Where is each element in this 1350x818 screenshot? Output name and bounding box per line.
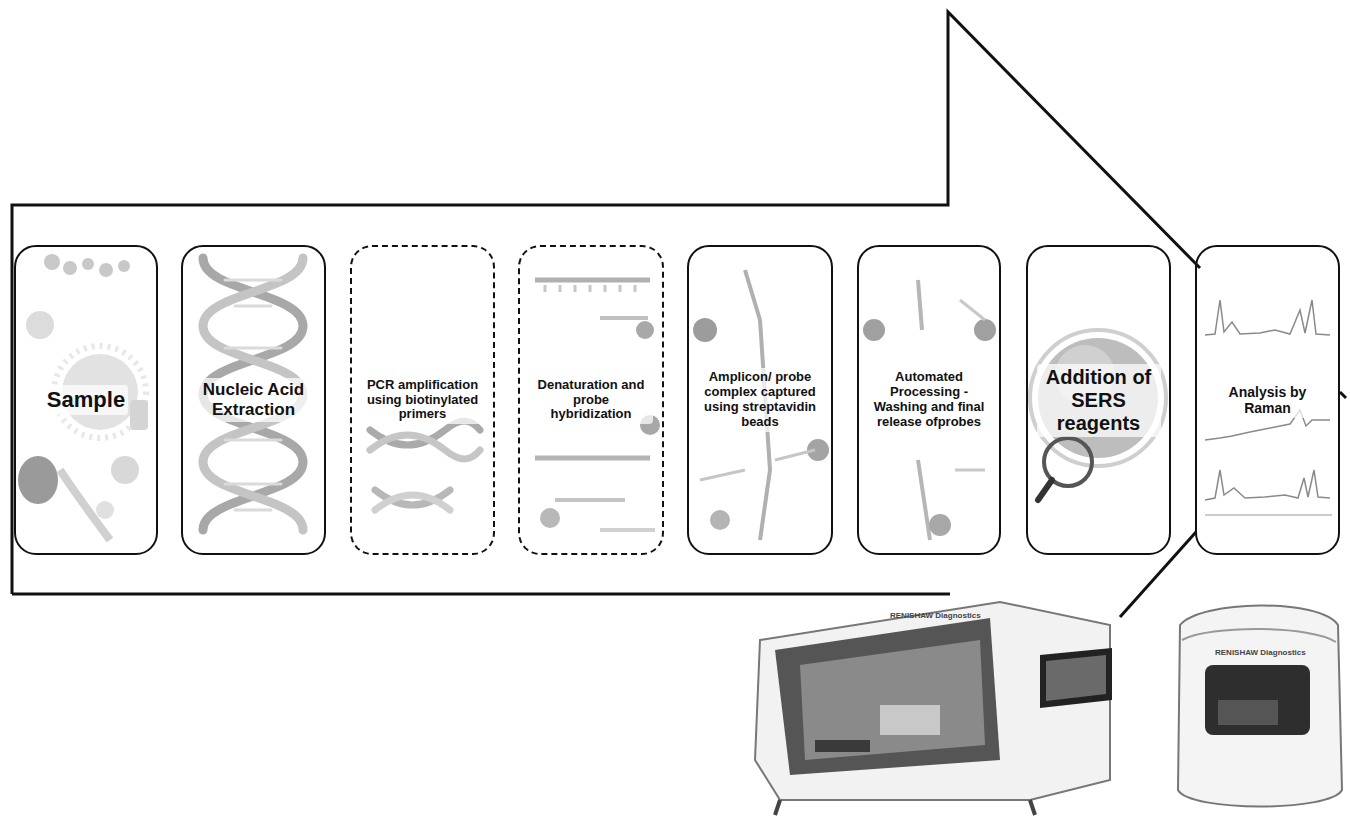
step-label: Sample <box>44 385 128 414</box>
automated-workstation-part <box>815 740 870 752</box>
raman-box: Analysis by Raman <box>1195 245 1340 555</box>
big-arrow-outline-part <box>1340 392 1346 398</box>
big-arrow-outline-part <box>12 12 1200 594</box>
raman-spectra-part <box>1205 515 1332 516</box>
capture-illustration <box>693 270 829 540</box>
sample-illustration-part <box>96 501 114 519</box>
step-label: Addition of SERS reagents <box>1037 364 1161 437</box>
automated-workstation-part <box>1046 655 1106 701</box>
capture-illustration-part <box>693 318 717 342</box>
automated-workstation-part <box>800 640 985 760</box>
capture-illustration-part <box>700 450 815 480</box>
sample-illustration-part <box>118 260 130 272</box>
hybridization-illustration-part <box>555 498 625 502</box>
dna-helix-part <box>225 347 281 350</box>
dna-helix-part <box>235 305 271 308</box>
hybridization-illustration-part <box>540 508 560 528</box>
pcr-illustration-part <box>375 495 450 510</box>
dna-helix-part <box>225 279 281 282</box>
washing-illustration-part <box>863 319 885 341</box>
sample-illustration <box>18 254 148 540</box>
washing-illustration-part <box>974 319 996 341</box>
automated-workstation-part <box>775 618 1000 775</box>
hybridization-illustration-part <box>535 456 650 461</box>
hybridization-illustration-part <box>600 528 655 532</box>
sers-box: Addition of SERS reagents <box>1026 245 1171 555</box>
sample-illustration-part <box>44 254 60 270</box>
sample-illustration-part <box>130 400 148 430</box>
sample-illustration-part <box>26 311 54 339</box>
automated-workstation <box>755 602 1112 815</box>
extraction-box: Nucleic Acid Extraction <box>181 245 326 555</box>
step-label: Nucleic Acid Extraction <box>192 378 316 421</box>
dna-helix-part <box>235 509 271 512</box>
raman-reader-part <box>1182 629 1336 642</box>
raman-spectra <box>1205 300 1332 515</box>
step-label: Denaturation and probe hybridization <box>529 376 653 425</box>
sample-box: Sample <box>14 245 158 555</box>
capture-illustration-part <box>710 510 730 530</box>
step-label: Amplicon/ probe complex captured using s… <box>698 368 822 432</box>
raman-reader <box>1178 605 1342 806</box>
sample-illustration-part <box>99 263 113 277</box>
hybridization-box: Denaturation and probe hybridization <box>518 245 664 555</box>
brand-label: RENISHAW Diagnostics <box>890 611 981 620</box>
automated-workstation-part <box>1040 648 1112 708</box>
capture-box: Amplicon/ probe complex captured using s… <box>687 245 833 555</box>
raman-spectra-part <box>1205 470 1330 500</box>
raman-reader-part <box>1205 665 1310 735</box>
hybridization-illustration-part <box>600 316 648 320</box>
hybridization-illustration-part <box>535 278 650 283</box>
brand-label: RENISHAW Diagnostics <box>1215 648 1306 657</box>
pcr-illustration <box>370 421 480 510</box>
washing-box: Automated Processing - Washing and final… <box>857 245 1001 555</box>
raman-reader-part <box>1178 605 1342 806</box>
sample-illustration-part <box>111 456 139 484</box>
dna-helix-part <box>225 439 281 442</box>
step-label: Analysis by Raman <box>1206 382 1330 418</box>
hybridization-illustration-part <box>545 285 635 292</box>
washing-illustration-part <box>929 514 951 536</box>
pcr-box: PCR amplification using biotinylated pri… <box>350 245 495 555</box>
pcr-illustration-part <box>370 435 480 459</box>
sample-illustration-part <box>82 258 94 270</box>
washing-illustration <box>863 280 996 540</box>
sers-illustration <box>1030 330 1166 500</box>
big-arrow-outline-part <box>12 593 950 596</box>
big-arrow-outline <box>12 12 1346 617</box>
dna-helix-part <box>225 483 281 486</box>
automated-workstation-part <box>880 705 940 735</box>
sample-illustration-part <box>63 261 77 275</box>
sample-illustration-part <box>18 456 58 504</box>
step-label: PCR amplification using biotinylated pri… <box>361 376 485 425</box>
hybridization-illustration-part <box>636 321 654 339</box>
big-arrow-outline-part <box>1120 532 1196 617</box>
raman-spectra-part <box>1205 300 1330 335</box>
automated-workstation-part <box>775 800 1035 815</box>
sers-illustration-part <box>1038 480 1052 500</box>
raman-reader-part <box>1218 700 1278 725</box>
step-label: Automated Processing - Washing and final… <box>867 368 991 432</box>
